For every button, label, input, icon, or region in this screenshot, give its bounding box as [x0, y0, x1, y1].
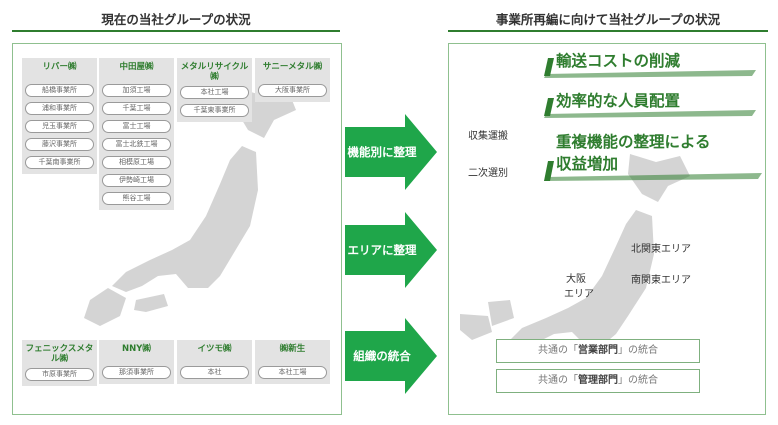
- company-card-shinsei: ㈱新生 本社工場: [255, 340, 330, 384]
- site-pill: 伊勢崎工場: [102, 174, 171, 187]
- banner-text: 輸送コストの削減: [556, 52, 681, 70]
- arrow-label: 組織の統合: [353, 349, 411, 363]
- integration-box-sales: 共通の「営業部門」の統合: [496, 339, 700, 363]
- integration-prefix: 共通の「: [538, 345, 578, 356]
- site-pill: 藤沢事業所: [25, 138, 94, 151]
- arrow-org-integration: 組織の統合: [345, 318, 437, 394]
- site-pill: 浦和事業所: [25, 102, 94, 115]
- benefit-banner-transport-cost: 輸送コストの削減: [542, 52, 762, 82]
- function-label-secondary-sorting: 二次選別: [468, 168, 508, 179]
- site-pill: 本社: [180, 366, 249, 379]
- site-pill: 富士工場: [102, 120, 171, 133]
- banner-text: 重複機能の整理による: [556, 133, 711, 151]
- site-pill: 船橋事業所: [25, 84, 94, 97]
- company-name: イツモ㈱: [197, 344, 232, 354]
- area-label-osaka: 大阪: [566, 274, 586, 285]
- area-label-south-kanto: 南関東エリア: [631, 275, 691, 286]
- banner-text: 効率的な人員配置: [556, 92, 681, 110]
- company-card-nny: NNY㈱ 那須事業所: [99, 340, 174, 384]
- arrow-by-area: エリアに整理: [345, 212, 437, 288]
- right-panel-title-rule: [448, 30, 768, 32]
- integration-dept: 営業部門: [578, 345, 618, 356]
- site-pill: 熊谷工場: [102, 192, 171, 205]
- site-pill: 児玉事業所: [25, 120, 94, 133]
- arrow-label: エリアに整理: [347, 243, 417, 257]
- company-name: ㈱新生: [279, 344, 306, 354]
- site-pill: 千葉工場: [102, 102, 171, 115]
- integration-dept: 管理部門: [578, 375, 618, 386]
- banner-text: 収益増加: [556, 155, 619, 173]
- company-name: サニーメタル㈱: [262, 62, 323, 72]
- right-panel-title: 事業所再編に向けて当社グループの状況: [495, 12, 721, 27]
- integration-box-admin: 共通の「管理部門」の統合: [496, 369, 700, 393]
- site-pill: 本社工場: [258, 366, 327, 379]
- site-pill: 加須工場: [102, 84, 171, 97]
- site-pill: 大阪事業所: [258, 84, 327, 97]
- company-name: 中田屋㈱: [119, 62, 154, 72]
- area-label-osaka-suffix: エリア: [564, 289, 594, 300]
- company-name: フェニックスメタル㈱: [25, 344, 94, 364]
- site-pill: 富士北鉄工場: [102, 138, 171, 151]
- integration-prefix: 共通の「: [538, 375, 578, 386]
- company-name: NNY㈱: [122, 344, 151, 354]
- benefit-banner-profit: 重複機能の整理による 収益増加: [542, 133, 767, 185]
- company-card-metal-recycle: メタルリサイクル㈱ 本社工場 千葉東事業所: [177, 58, 252, 122]
- area-label-north-kanto: 北関東エリア: [631, 244, 691, 255]
- left-panel-title-rule: [12, 30, 340, 32]
- left-panel-title: 現在の当社グループの状況: [101, 12, 251, 27]
- company-card-sunny-metal: サニーメタル㈱ 大阪事業所: [255, 58, 330, 102]
- benefit-banner-staffing: 効率的な人員配置: [542, 92, 762, 122]
- function-label-collection: 収集運搬: [468, 131, 508, 142]
- site-pill: 那須事業所: [102, 366, 171, 379]
- site-pill: 千葉東事業所: [180, 104, 249, 117]
- site-pill: 千葉南事業所: [25, 156, 94, 169]
- site-pill: 相模原工場: [102, 156, 171, 169]
- company-name: リバー㈱: [42, 62, 77, 72]
- company-card-river: リバー㈱ 船橋事業所 浦和事業所 児玉事業所 藤沢事業所 千葉南事業所: [22, 58, 97, 174]
- site-pill: 本社工場: [180, 86, 249, 99]
- company-card-phoenix-metal: フェニックスメタル㈱ 市原事業所: [22, 340, 97, 386]
- integration-suffix: 」の統合: [618, 345, 658, 356]
- arrow-by-function: 機能別に整理: [345, 114, 437, 190]
- company-card-itsumo: イツモ㈱ 本社: [177, 340, 252, 384]
- company-name: メタルリサイクル㈱: [180, 62, 249, 82]
- integration-suffix: 」の統合: [618, 375, 658, 386]
- company-card-nakataya: 中田屋㈱ 加須工場 千葉工場 富士工場 富士北鉄工場 相模原工場 伊勢崎工場 熊…: [99, 58, 174, 210]
- arrow-label: 機能別に整理: [347, 145, 417, 159]
- site-pill: 市原事業所: [25, 368, 94, 381]
